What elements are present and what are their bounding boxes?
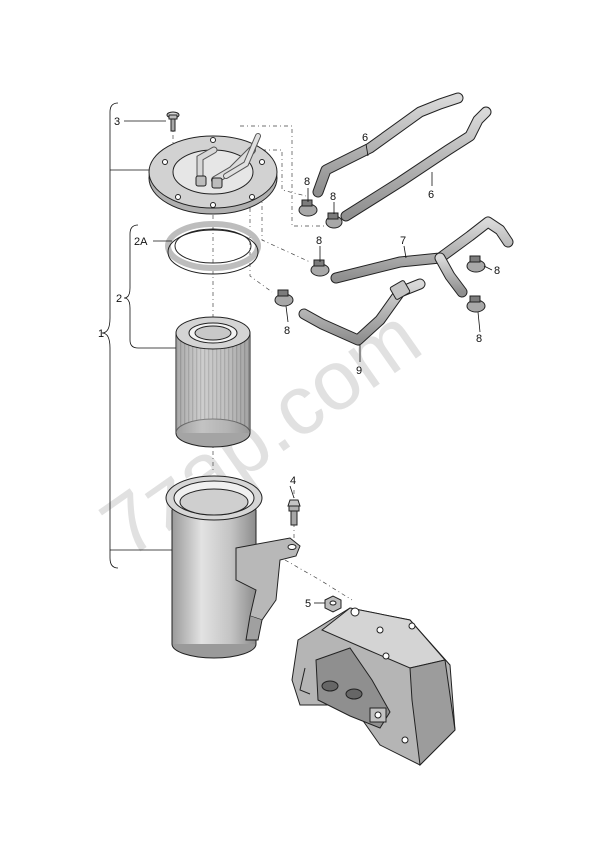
brace-2 <box>123 224 176 349</box>
callout-9: 9 <box>356 365 362 377</box>
callout-2a: 2A <box>134 236 148 248</box>
clamp-8a <box>298 199 318 217</box>
callout-8b: 8 <box>330 191 336 203</box>
support-mount <box>291 607 456 767</box>
hose-6-left <box>312 92 464 198</box>
hose-6-right <box>340 106 492 222</box>
callout-1: 1 <box>98 328 104 340</box>
callout-8d: 8 <box>284 325 290 337</box>
clamp-8d <box>274 289 294 307</box>
clamp-8f <box>466 295 486 313</box>
hose-9 <box>298 278 426 346</box>
callout-7: 7 <box>400 235 406 247</box>
bolt-4 <box>287 499 301 526</box>
clamp-8e <box>466 255 486 273</box>
clamp-8b <box>325 212 343 229</box>
callout-5: 5 <box>305 598 311 610</box>
filter-housing <box>165 475 301 659</box>
hose-7 <box>330 216 514 298</box>
callout-6-left: 6 <box>362 132 368 144</box>
callout-8f: 8 <box>476 333 482 345</box>
callout-4: 4 <box>290 475 296 487</box>
callout-3: 3 <box>114 116 120 128</box>
callout-2: 2 <box>116 293 122 305</box>
callout-8e: 8 <box>494 265 500 277</box>
filter-element-2 <box>175 316 251 448</box>
callout-6-right: 6 <box>428 189 434 201</box>
callout-8c: 8 <box>316 235 322 247</box>
o-ring-2a <box>165 221 261 275</box>
clamp-8c <box>310 259 330 277</box>
screw-3 <box>166 111 180 132</box>
brace-1 <box>101 102 172 569</box>
watermark-text: 7zap.com <box>84 289 436 575</box>
nut-5 <box>324 595 342 613</box>
filter-cover-flange <box>148 133 278 215</box>
callout-leaders <box>124 120 493 604</box>
callout-8a: 8 <box>304 176 310 188</box>
